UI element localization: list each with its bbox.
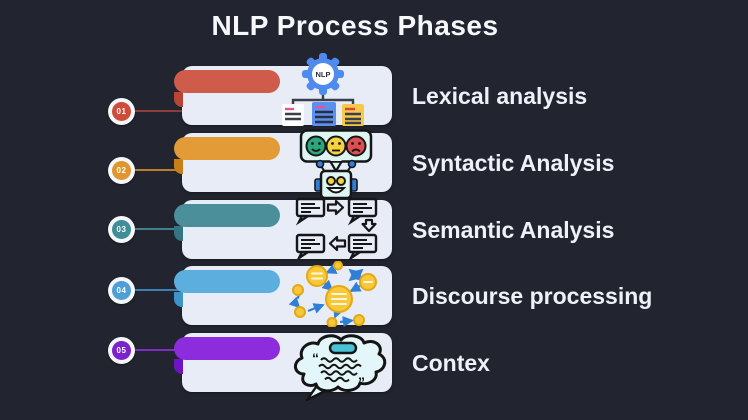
badge-number: 04 <box>112 280 131 300</box>
phase-pill <box>174 270 280 293</box>
badge-number: 05 <box>112 340 131 360</box>
svg-text:“: “ <box>312 350 319 366</box>
pill-fold <box>174 226 183 241</box>
badge-number: 02 <box>112 160 131 180</box>
pill-fold <box>174 292 183 307</box>
phase-pill <box>174 70 280 93</box>
phase-badge: 04 <box>108 276 135 304</box>
phase-connector-line <box>133 289 182 291</box>
phase-pill <box>174 137 280 160</box>
robot-sentiment-icon <box>287 129 385 199</box>
page-title: NLP Process Phases <box>211 10 499 41</box>
thought-cloud-icon: “ ” <box>286 332 392 401</box>
pill-fold <box>174 159 183 174</box>
phase-badge: 02 <box>108 156 135 184</box>
phase-connector-line <box>133 169 182 171</box>
phase-label: Semantic Analysis <box>412 217 615 243</box>
phase-label: Lexical analysis <box>412 83 588 109</box>
phase-connector-line <box>133 110 182 112</box>
network-graph-icon <box>287 261 387 327</box>
badge-number: 01 <box>112 101 131 121</box>
phase-badge: 03 <box>108 215 135 243</box>
phase-connector-line <box>133 228 182 230</box>
message-exchange-icon <box>291 196 389 259</box>
phase-label: Syntactic Analysis <box>412 150 615 176</box>
phase-label: Contex <box>412 350 490 376</box>
svg-text:”: ” <box>358 374 365 390</box>
phase-connector-line <box>133 349 182 351</box>
phase-pill <box>174 204 280 227</box>
phase-label: Discourse processing <box>412 283 653 309</box>
nlp-gear-documents-icon: NLP <box>266 50 380 126</box>
pill-fold <box>174 359 183 374</box>
svg-text:NLP: NLP <box>316 70 331 79</box>
phase-badge: 05 <box>108 336 135 364</box>
phase-pill <box>174 337 280 360</box>
pill-fold <box>174 92 183 107</box>
phase-badge: 01 <box>108 97 135 125</box>
badge-number: 03 <box>112 219 131 239</box>
